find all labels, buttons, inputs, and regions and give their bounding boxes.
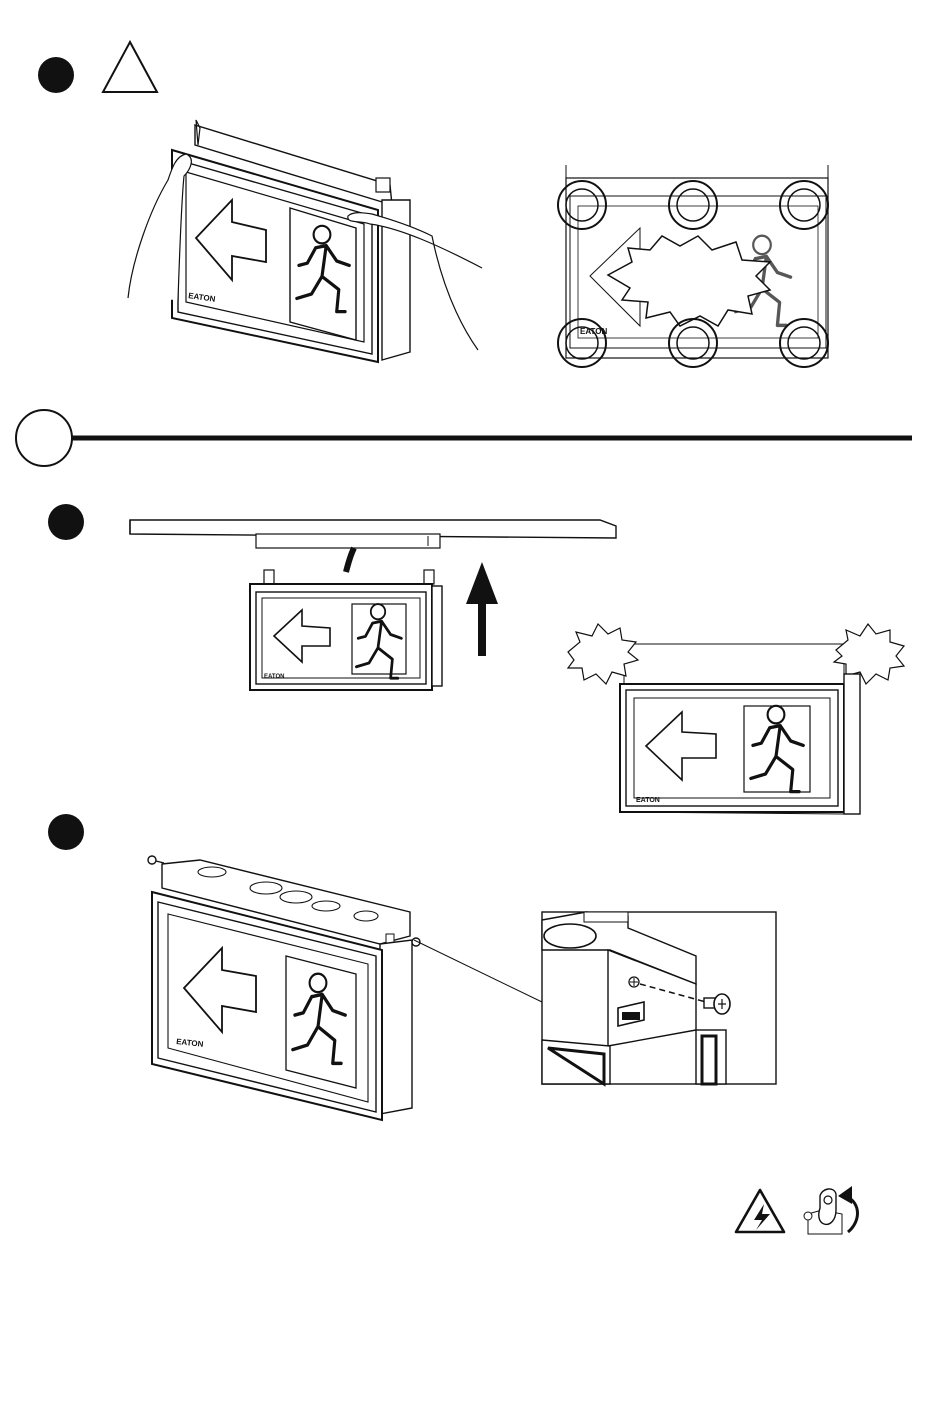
screw-icon-left bbox=[148, 856, 164, 864]
step-3-dot bbox=[48, 504, 84, 540]
footer-icons bbox=[736, 1186, 858, 1234]
panel-ceiling-contact: EATON bbox=[568, 624, 904, 814]
electrical-hazard-icon bbox=[736, 1190, 784, 1232]
step-2-divider bbox=[16, 410, 912, 466]
breaker-switch-icon bbox=[804, 1189, 842, 1234]
warning-triangle-icon bbox=[103, 42, 157, 92]
step-1-dot bbox=[38, 57, 74, 93]
svg-text:EATON: EATON bbox=[264, 674, 284, 680]
step-1-header bbox=[38, 42, 157, 93]
panel-lift-to-ceiling: EATON bbox=[130, 520, 616, 690]
step-2-circle bbox=[16, 410, 72, 466]
lift-up-arrow bbox=[466, 562, 498, 656]
panel-hands-remove-cover: EATON bbox=[128, 120, 482, 362]
panel-mounting-points: EATON bbox=[558, 165, 828, 367]
panel-screw-detail bbox=[542, 912, 776, 1084]
detail-leader-line bbox=[414, 940, 542, 1002]
step-4-dot bbox=[48, 814, 84, 850]
panel-side-screws: EATON bbox=[148, 856, 542, 1120]
power-cable bbox=[346, 548, 354, 572]
svg-text:EATON: EATON bbox=[636, 797, 660, 804]
